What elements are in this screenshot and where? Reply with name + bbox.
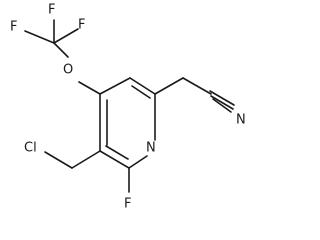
bond-n-c2 (128, 155, 148, 169)
bond-c5-c6-outer (129, 77, 156, 95)
structure-diagram: F F F O N N Cl F (10, 3, 246, 212)
chlorine-label: Cl (24, 141, 37, 156)
bond-cf3-f1 (24, 30, 55, 44)
bond-cn-triple-3 (212, 98, 232, 113)
bond-c3-ch2 (71, 150, 101, 169)
bond-c2-c3-outer (99, 150, 130, 169)
atom-labels: F F F O N N Cl F (10, 3, 246, 212)
fluorine-label-3: F (78, 18, 85, 33)
bond-c4-o (78, 81, 101, 95)
bond-o-cf3 (53, 42, 69, 58)
bond-cf3-f3 (53, 28, 79, 44)
pyridine-ring (99, 77, 156, 169)
bond-cn-triple-1 (209, 90, 235, 106)
fluorine-label-1: F (10, 20, 17, 35)
bond-c6-ch2 (154, 77, 184, 95)
oxygen-label: O (63, 63, 73, 78)
ring-nitrogen-label: N (146, 141, 156, 156)
fluorine-label-2: F (48, 3, 55, 18)
ring-fluorine-label: F (124, 197, 131, 212)
substituents (24, 19, 235, 193)
bond-c2-c3-inner (105, 145, 129, 160)
bond-c5-c6-inner (131, 85, 151, 99)
cyano-nitrogen-label: N (236, 113, 246, 128)
bond-c4-c5 (99, 77, 131, 95)
bond-ch2-cl (44, 151, 73, 169)
bond-cn-triple-2 (210, 95, 234, 110)
bond-ch2-cn (182, 77, 212, 95)
